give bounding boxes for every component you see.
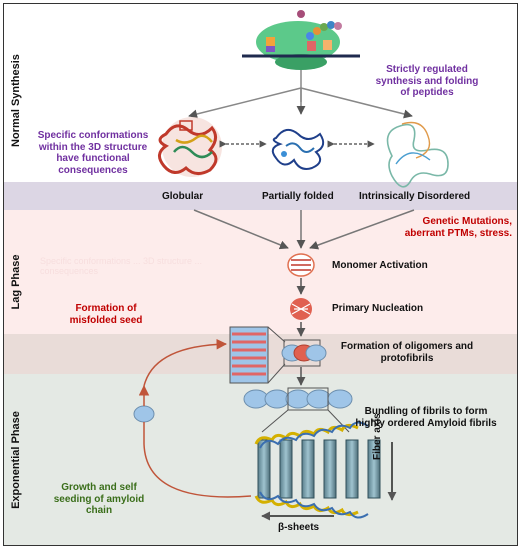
band-conformations xyxy=(4,182,517,210)
disordered-label: Intrinsically Disordered xyxy=(359,191,471,202)
monomer-activation-label: Monomer Activation xyxy=(332,260,428,271)
oligomers-label: Formation of oligomers and protofibrils xyxy=(340,341,474,364)
diagram-graphics xyxy=(133,10,449,521)
monomer-icon xyxy=(287,253,315,277)
phase-label-lag: Lag Phase xyxy=(10,254,22,310)
protofibril-icon xyxy=(243,387,353,433)
disordered-protein-icon xyxy=(386,121,449,188)
amyloid-fibril-icon xyxy=(254,421,381,519)
feedback-arrow xyxy=(143,344,252,498)
phase-label-normal: Normal Synthesis xyxy=(10,54,22,147)
bundling-label: Bundling of fibrils to form highly order… xyxy=(355,406,497,429)
growth-label: Growth and self seeding of amyloid chain xyxy=(53,482,145,516)
free-monomer-icon xyxy=(133,405,155,423)
ribosome-icon xyxy=(242,10,360,70)
misfolded-seed-icon xyxy=(229,326,286,384)
genetic-mutations-label: Genetic Mutations, aberrant PTMs, stress… xyxy=(404,216,512,239)
phase-label-exponential: Exponential Phase xyxy=(10,411,22,509)
partially-folded-protein-icon xyxy=(271,128,325,170)
primary-nucleation-label: Primary Nucleation xyxy=(332,303,424,314)
diagram-frame: Normal Synthesis Lag Phase Exponential P… xyxy=(3,3,518,546)
regulated-label: Strictly regulated synthesis and folding… xyxy=(375,64,479,98)
misfolded-seed-label: Formation of misfolded seed xyxy=(69,303,143,326)
fiber-axis-label: Fiber axis xyxy=(372,413,383,460)
ghost-text: Specific conformations ... 3D structure … xyxy=(40,256,203,277)
oligomer-icon xyxy=(281,339,327,367)
beta-sheets-label: β-sheets xyxy=(278,522,320,533)
band-lag xyxy=(4,210,517,334)
nucleus-icon xyxy=(290,298,312,320)
globular-label: Globular xyxy=(162,191,204,202)
partially-folded-label: Partially folded xyxy=(262,191,334,202)
globular-protein-icon xyxy=(158,117,222,177)
specific-conformations-label: Specific conformations within the 3D str… xyxy=(37,130,149,176)
